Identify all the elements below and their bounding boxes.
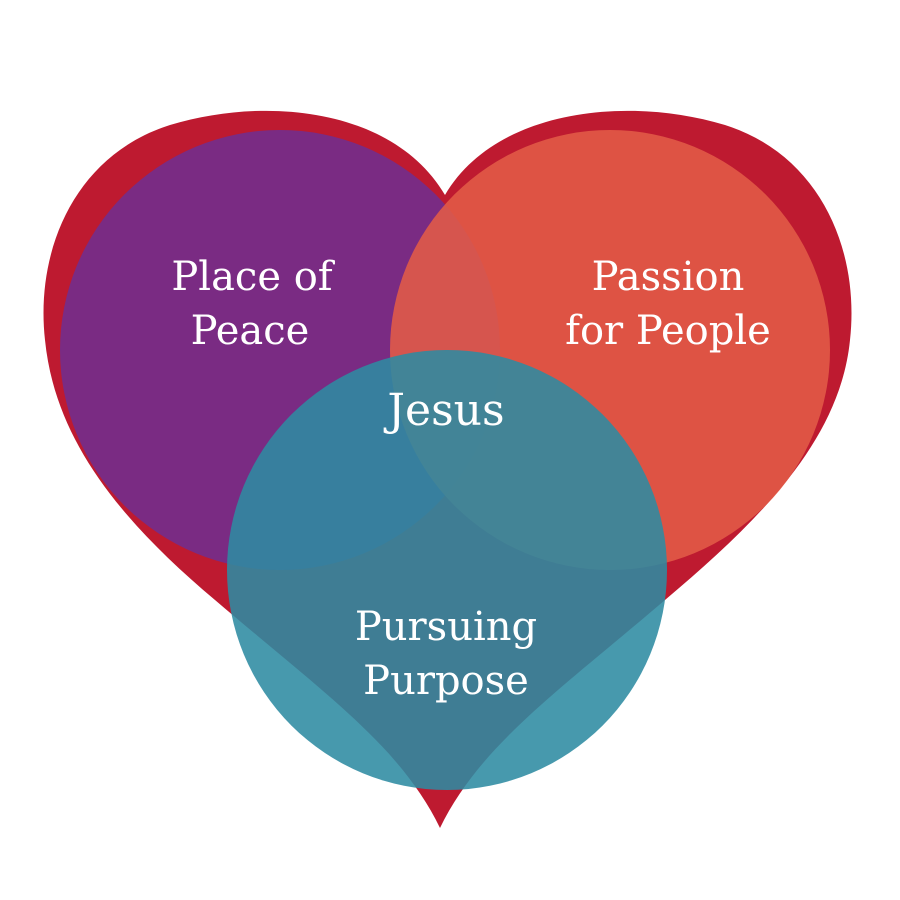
peace-label-line2: Peace (191, 308, 310, 354)
passion-label-line2: for People (565, 308, 771, 354)
purpose-label-line1: Pursuing (355, 604, 537, 650)
passion-label-line1: Passion (592, 254, 745, 300)
purpose-circle (227, 350, 667, 790)
peace-label-line1: Place of (171, 254, 335, 300)
purpose-label-line2: Purpose (363, 658, 529, 704)
center-label: Jesus (383, 385, 504, 436)
